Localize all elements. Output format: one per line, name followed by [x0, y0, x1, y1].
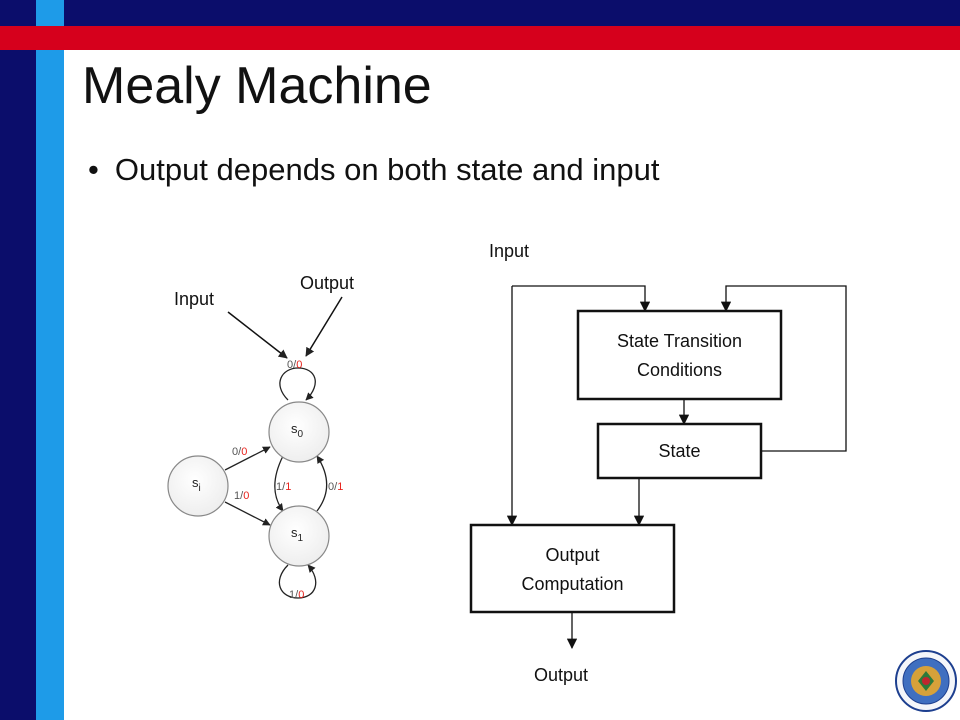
state-node-s0: s0	[268, 401, 330, 463]
output-block-line1: Output	[545, 545, 599, 565]
output-block-line2: Computation	[521, 574, 623, 594]
bullet-dot-icon: •	[88, 152, 99, 187]
s0-loop-label: 0/0	[287, 359, 302, 371]
si-to-s0-edge	[224, 446, 271, 471]
block-input-label: Input	[489, 241, 529, 261]
left-navy-stripe	[0, 0, 36, 720]
s1-to-s0-label: 0/1	[328, 481, 343, 493]
top-navy-bar	[64, 0, 960, 26]
si-to-s1-edge	[224, 501, 271, 526]
transition-block-line1: State Transition	[617, 331, 742, 351]
top-red-bar	[0, 26, 960, 50]
block-diagram: Input State Transition Conditions State …	[469, 241, 847, 685]
bullet-text: Output depends on both state and input	[114, 152, 660, 187]
svg-text:si: si	[192, 475, 201, 494]
slide-title: Mealy Machine	[82, 57, 432, 115]
transition-block-line2: Conditions	[637, 360, 722, 380]
s1-self-loop	[278, 564, 317, 599]
state-diagram: Input Output 0/0 1/0 0/0 1/0 1/1 0/1 s0 …	[167, 273, 354, 601]
annotation-input-label: Input	[174, 289, 214, 309]
si-to-s0-label: 0/0	[232, 446, 247, 458]
left-cyan-stripe	[36, 0, 64, 720]
annotation-output-label: Output	[300, 273, 354, 293]
bullet-point: • Output depends on both state and input	[88, 152, 660, 188]
state-block: State	[596, 422, 763, 480]
annotation-input-arrow	[227, 311, 288, 359]
university-seal-icon	[895, 650, 957, 712]
annotation-output-arrow	[305, 296, 343, 357]
state-node-s1: s1	[268, 505, 330, 567]
state-block-label: State	[658, 441, 700, 461]
state-feedback-arrow	[720, 285, 847, 452]
state-transition-block: State Transition Conditions	[576, 309, 783, 401]
s0-self-loop	[279, 367, 316, 401]
s1-to-s0-edge	[316, 455, 328, 512]
input-to-transition-arrow	[512, 285, 651, 313]
state-node-si: si	[167, 455, 229, 517]
output-computation-block: Output Computation	[469, 523, 676, 614]
block-output-label: Output	[534, 665, 588, 685]
s1-loop-label: 1/0	[289, 589, 304, 601]
s0-to-s1-label: 1/1	[276, 481, 291, 493]
si-to-s1-label: 1/0	[234, 490, 249, 502]
s0-to-s1-edge	[274, 455, 284, 512]
